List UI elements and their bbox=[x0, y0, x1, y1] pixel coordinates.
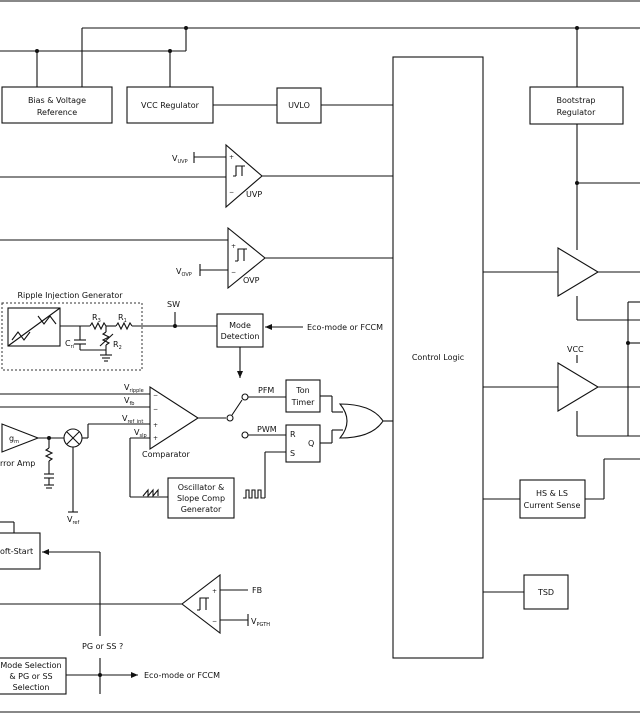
control-logic-label: Control Logic bbox=[412, 353, 464, 362]
q-pin-label: Q bbox=[308, 439, 314, 448]
sw-node: SW bbox=[167, 300, 180, 328]
vfb-label: Vfb bbox=[124, 396, 134, 407]
sw-label: SW bbox=[167, 300, 180, 309]
bias-voltage-reference-block: Bias & Voltage Reference bbox=[1, 86, 113, 124]
bias-label-2: Reference bbox=[37, 108, 77, 117]
pfm-label: PFM bbox=[258, 386, 274, 395]
fb-label: FB bbox=[252, 586, 262, 595]
svg-text:−: − bbox=[229, 189, 234, 196]
bias-label-1: Bias & Voltage bbox=[28, 96, 86, 105]
r3-label: R3 bbox=[92, 313, 101, 324]
bootstrap-label-1: Bootstrap bbox=[557, 96, 596, 105]
tsd-block: TSD bbox=[523, 574, 569, 610]
ton-timer-block: Ton Timer bbox=[285, 379, 321, 413]
mode-selection-block: Mode Selection & PG or SS Selection bbox=[0, 657, 67, 695]
current-sense-label-2: Current Sense bbox=[524, 501, 581, 510]
svg-text:+: + bbox=[231, 243, 236, 250]
vslp-label: Vslp bbox=[134, 428, 147, 439]
uvp-comparator: + − VUVP UVP bbox=[0, 143, 393, 209]
svg-text:−: − bbox=[212, 618, 217, 625]
s-pin-label: S bbox=[290, 449, 295, 458]
ripple-generator-title: Ripple Injection Generator bbox=[17, 291, 123, 300]
ton-label-2: Timer bbox=[291, 398, 316, 407]
ovp-comparator: + − VOVP OVP bbox=[0, 226, 393, 290]
output-drivers: VCC bbox=[483, 247, 640, 437]
svg-text:+: + bbox=[153, 435, 158, 442]
mode-sel-label-3: Selection bbox=[13, 683, 50, 692]
svg-text:−: − bbox=[153, 406, 158, 413]
svg-text:−: − bbox=[231, 269, 236, 276]
r1-label: R1 bbox=[118, 313, 127, 324]
osc-label-2: Slope Comp bbox=[177, 494, 225, 503]
mode-detection-label-2: Detection bbox=[221, 332, 260, 341]
oscillator-block: Oscillator & Slope Comp Generator bbox=[167, 477, 235, 519]
osc-label-1: Oscillator & bbox=[178, 483, 225, 492]
rs-latch: R S Q bbox=[285, 424, 321, 463]
uvlo-block: UVLO bbox=[276, 87, 322, 124]
vripple-label: Vripple bbox=[124, 383, 144, 394]
vcc-label: VCC bbox=[567, 345, 584, 354]
r2-label: R2 bbox=[113, 340, 122, 351]
uvp-label: UVP bbox=[246, 190, 262, 199]
svg-text:+: + bbox=[229, 154, 234, 161]
cri-label: Cri bbox=[65, 339, 74, 350]
mode-sel-label-2: & PG or SS bbox=[9, 672, 52, 681]
ripple-injection-generator: Ripple Injection Generator Cri R3 R1 R2 bbox=[1, 291, 217, 371]
svg-text:−: − bbox=[153, 392, 158, 399]
current-sense-label-1: HS & LS bbox=[536, 489, 568, 498]
ovp-label: OVP bbox=[243, 276, 260, 285]
eco-fccm-output-label: Eco-mode or FCCM bbox=[144, 671, 220, 680]
pg-or-ss-label: PG or SS ? bbox=[82, 642, 123, 651]
pg-comparator: + − FB VPGTH bbox=[0, 573, 270, 635]
supply-bus-wires bbox=[0, 26, 640, 87]
tsd-label: TSD bbox=[537, 588, 554, 597]
gm-label: gm bbox=[9, 434, 19, 445]
v-ovp-label: VOVP bbox=[176, 267, 192, 278]
control-logic-block: Control Logic bbox=[392, 56, 484, 659]
mode-detection-label-1: Mode bbox=[229, 321, 251, 330]
error-amplifier: gm rror Amp bbox=[0, 423, 64, 489]
mode-sel-label-1: Mode Selection bbox=[0, 661, 61, 670]
or-gate bbox=[338, 403, 384, 439]
bootstrap-regulator-block: Bootstrap Regulator bbox=[529, 86, 624, 125]
pwm-label: PWM bbox=[257, 425, 277, 434]
soft-start-block: oft-Start bbox=[0, 521, 41, 570]
vcc-regulator-block: VCC Regulator bbox=[126, 86, 214, 124]
svg-text:+: + bbox=[212, 588, 217, 595]
uvlo-label: UVLO bbox=[288, 101, 310, 110]
mode-detection-block: Mode Detection bbox=[216, 313, 264, 348]
current-sense-block: HS & LS Current Sense bbox=[519, 479, 586, 519]
ton-label-1: Ton bbox=[295, 386, 310, 395]
r-pin-label: R bbox=[290, 430, 296, 439]
svg-text:+: + bbox=[153, 422, 158, 429]
vpgth-label: VPGTH bbox=[251, 617, 270, 628]
vref-int-label: Vref_int bbox=[122, 414, 143, 425]
bootstrap-label-2: Regulator bbox=[557, 108, 596, 117]
multiplier-symbol bbox=[63, 428, 83, 448]
v-uvp-label: VUVP bbox=[172, 154, 188, 165]
osc-label-3: Generator bbox=[181, 505, 222, 514]
soft-start-label: oft-Start bbox=[0, 547, 33, 556]
comparator-label: Comparator bbox=[142, 450, 190, 459]
main-comparator: − − + + Vripple Vfb Vref_int Vslp Compar… bbox=[0, 383, 226, 459]
eco-fccm-input-label: Eco-mode or FCCM bbox=[307, 323, 383, 332]
vcc-regulator-label: VCC Regulator bbox=[141, 101, 200, 110]
vref-label: Vref bbox=[67, 515, 80, 526]
error-amp-label: rror Amp bbox=[0, 459, 35, 468]
mode-switch: PFM PWM bbox=[226, 386, 286, 439]
